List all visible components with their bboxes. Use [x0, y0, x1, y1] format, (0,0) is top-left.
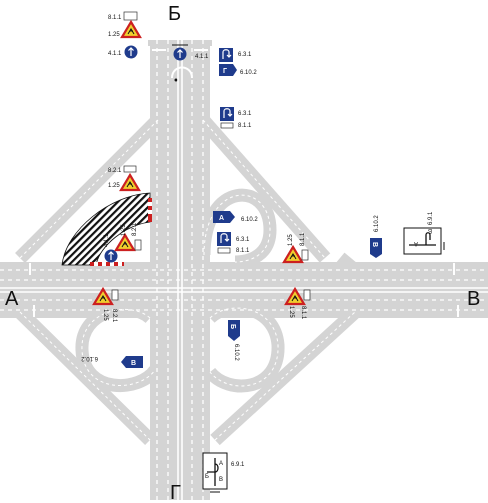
road-works-zone — [61, 192, 151, 266]
direction-sign-a — [213, 211, 235, 223]
roundabout-scheme-icon — [403, 227, 442, 255]
code-6102: 6.10.2 — [233, 344, 239, 361]
direction-sign-v-east — [370, 238, 382, 258]
code-125: 1.25 — [108, 183, 120, 189]
code-811: 8.1.1 — [236, 248, 250, 254]
code-811: 8.1.1 — [300, 232, 306, 246]
direction-sign-v — [121, 356, 143, 368]
sign-letter-g: Г — [223, 68, 227, 75]
end-marks — [29, 49, 459, 317]
sign-median-top: 4.1.1 — [172, 44, 209, 61]
sign-group-works-zone: 4.1.1 1.25 8.2.1 — [104, 222, 142, 263]
direction-sign-g — [219, 64, 237, 76]
code-411: 4.1.1 — [195, 54, 209, 60]
code-631: 6.3.1 — [236, 237, 250, 243]
direction-sign-b — [228, 320, 240, 341]
direction-south-label: Г — [170, 482, 181, 503]
sign-south-center: Б 6.10.2 — [228, 320, 240, 361]
road-works-icon — [282, 245, 304, 264]
road-works-icon — [114, 233, 136, 252]
code-811: 8.1.1 — [108, 15, 122, 21]
road-works-icon — [119, 173, 141, 192]
u-turn-arrow-icon — [222, 49, 232, 59]
code-821: 8.2.1 — [111, 309, 117, 323]
code-811: 8.1.1 — [238, 123, 252, 129]
scheme-letter-v-south: В — [219, 477, 223, 483]
scheme-letter-a-south: А — [219, 461, 223, 467]
sign-letter-v-east: В — [371, 242, 378, 247]
code-691: 6.9.1 — [428, 211, 434, 225]
sign-group-bottom: А Б В 6.9.1 — [202, 452, 245, 493]
code-6102: 6.10.2 — [374, 215, 380, 232]
code-125: 1.25 — [121, 224, 127, 236]
sign-letter-a: А — [219, 215, 224, 222]
code-821: 8.2.1 — [132, 222, 138, 236]
sign-group-mid-right: 6.3.1 8.1.1 — [220, 107, 252, 129]
code-6102: 6.10.2 — [81, 355, 98, 361]
sign-letter-b: Б — [229, 324, 236, 329]
scheme-letter-b: Б — [428, 227, 432, 233]
code-411: 4.1.1 — [108, 51, 122, 57]
sign-group-top-right: 6.3.1 Г 6.10.2 — [219, 48, 257, 76]
code-125: 1.25 — [102, 309, 108, 321]
u-turn-arrow-icon — [220, 233, 230, 243]
direction-north-label: Б — [168, 3, 181, 25]
code-6102: 6.10.2 — [241, 217, 258, 223]
sign-group-far-right: В 6.10.2 А Б 6.9.1 — [370, 211, 445, 258]
direction-east-label: В — [467, 288, 480, 310]
code-411: 4.1.1 — [104, 233, 110, 247]
scheme-letter-b-south: Б — [205, 474, 209, 480]
code-811: 8.1.1 — [300, 306, 306, 320]
code-631: 6.3.1 — [238, 52, 252, 58]
scheme-letter-a: А — [414, 240, 418, 246]
code-631: 6.3.1 — [238, 111, 252, 117]
code-6102: 6.10.2 — [240, 70, 257, 76]
u-turn-arrow-icon — [223, 108, 233, 118]
sign-group-top-left: 8.1.1 1.25 4.1.1 — [108, 11, 142, 59]
lane-markings — [0, 40, 488, 500]
direction-west-label: А — [5, 288, 19, 310]
code-125: 1.25 — [288, 306, 294, 318]
sign-group-west-lower: 1.25 8.2.1 — [92, 287, 119, 323]
sign-group-right-loop: 1.25 8.1.1 — [282, 232, 309, 264]
sign-group-east-lower: 1.25 8.1.1 — [284, 287, 311, 320]
code-691: 6.9.1 — [231, 462, 245, 468]
sign-group-loop: А 6.10.2 6.3.1 8.1.1 — [213, 211, 258, 254]
sign-west-loop: В 6.10.2 — [81, 355, 143, 368]
code-821: 8.2.1 — [108, 168, 122, 174]
sign-letter-v: В — [131, 360, 136, 367]
barrier-stripes — [90, 198, 152, 266]
code-125: 1.25 — [288, 234, 294, 246]
sign-group-left-diagonal: 8.2.1 1.25 — [108, 165, 141, 192]
code-125: 1.25 — [108, 32, 120, 38]
road-works-icon — [120, 20, 142, 39]
